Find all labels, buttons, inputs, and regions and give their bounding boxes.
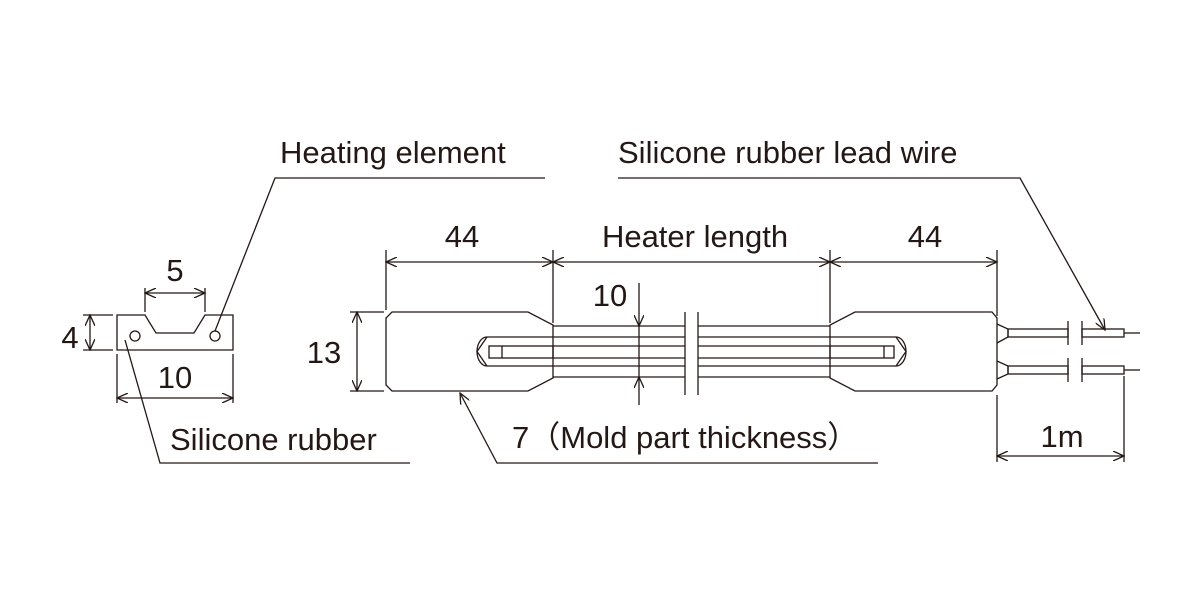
- heating-element-leader: [214, 177, 545, 332]
- dim-mold-right: 44: [908, 219, 942, 254]
- dim-heater-width: 10: [593, 278, 627, 313]
- dim-mold-left: 44: [445, 219, 479, 254]
- mold-thickness-label: 7（Mold part thickness）: [512, 420, 858, 455]
- dim-section-width: 10: [158, 360, 192, 395]
- heating-element-label: Heating element: [280, 135, 506, 170]
- heater-body: [385, 311, 998, 395]
- silicone-rubber-label: Silicone rubber: [170, 422, 377, 457]
- lead-wire-label: Silicone rubber lead wire: [618, 135, 957, 170]
- lead-wire-leader: [618, 177, 1105, 330]
- cross-section: [83, 288, 233, 403]
- silicone-rubber-leader: [124, 339, 410, 464]
- dim-notch-width: 5: [166, 253, 183, 288]
- dim-section-height: 4: [61, 320, 78, 355]
- dim-lead-length: 1m: [1040, 419, 1083, 454]
- dim-heater-length: Heater length: [602, 219, 788, 254]
- top-dimensions: [386, 250, 997, 323]
- lead-wires: [996, 321, 1140, 382]
- mold-thickness-leader: [460, 393, 878, 464]
- dim-mold-height: 13: [307, 335, 341, 370]
